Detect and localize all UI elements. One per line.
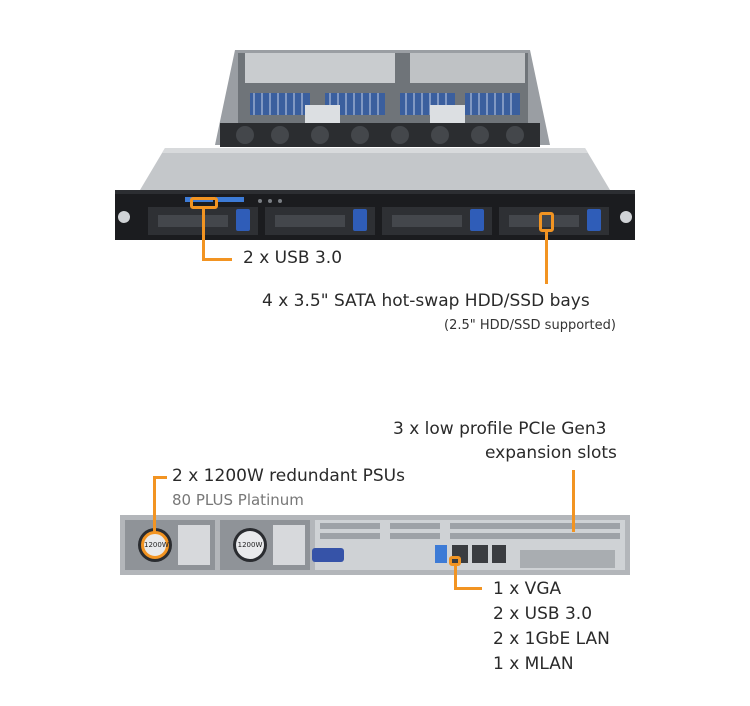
psu-1-badge: 1200W <box>141 531 169 559</box>
pcie-label-line1: 3 x low profile PCIe Gen3 <box>393 419 607 439</box>
psu-sub-label: 80 PLUS Platinum <box>172 491 304 509</box>
bays-callout-line <box>545 232 548 284</box>
io-item-vga: 1 x VGA <box>493 579 562 599</box>
rear-server-image <box>120 515 630 575</box>
front-usb-label: 2 x USB 3.0 <box>243 248 343 268</box>
io-callout-line-h <box>454 587 482 590</box>
usb-callout-line-h <box>202 258 232 261</box>
front-bays-sub: (2.5" HDD/SSD supported) <box>444 318 616 333</box>
io-item-mlan: 1 x MLAN <box>493 654 574 674</box>
usb-highlight-box <box>190 197 218 209</box>
pcie-label-line2: expansion slots <box>485 443 617 463</box>
front-bays-label: 4 x 3.5" SATA hot-swap HDD/SSD bays <box>262 291 590 311</box>
pcie-callout-line <box>572 470 575 532</box>
psu-label: 2 x 1200W redundant PSUs <box>172 466 405 486</box>
io-item-usb: 2 x USB 3.0 <box>493 604 593 624</box>
bay-highlight-box <box>539 212 554 232</box>
psu-callout-line <box>153 476 156 532</box>
psu-callout-line-h <box>153 476 167 479</box>
usb-callout-line <box>202 209 205 261</box>
io-callout-line <box>454 566 457 590</box>
psu-2-badge: 1200W <box>236 531 264 559</box>
io-item-lan: 2 x 1GbE LAN <box>493 629 610 649</box>
io-highlight-box <box>449 556 461 566</box>
front-server-image <box>110 45 640 240</box>
